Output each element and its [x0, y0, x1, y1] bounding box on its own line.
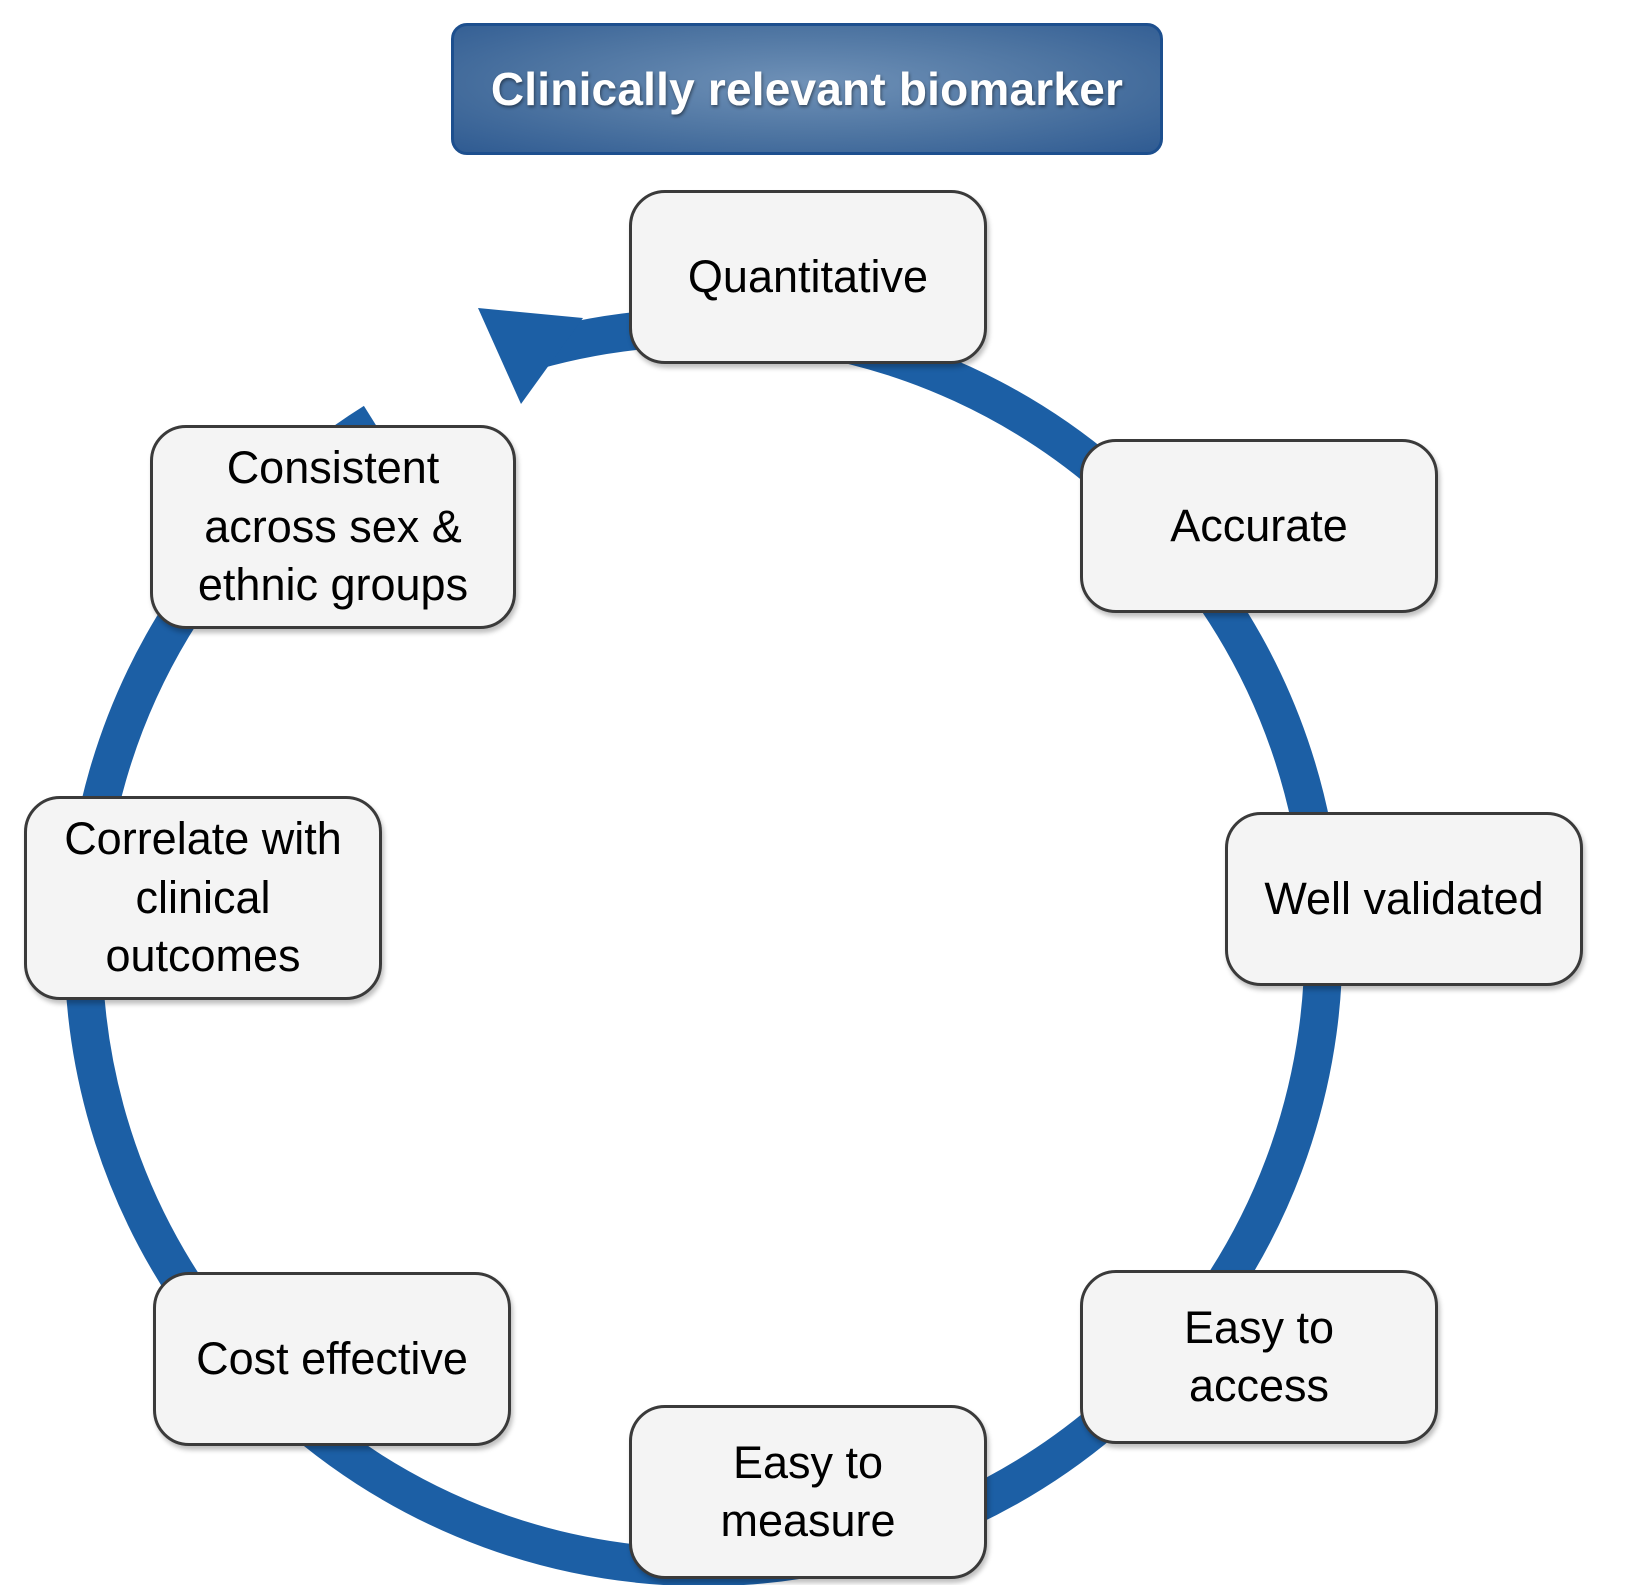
cycle-arrowhead	[478, 308, 583, 404]
node-accurate: Accurate	[1080, 439, 1438, 613]
node-correlate-clinical-outcomes: Correlate with clinical outcomes	[24, 796, 382, 1000]
node-easy-to-measure: Easy to measure	[629, 1405, 987, 1579]
node-quantitative: Quantitative	[629, 190, 987, 364]
node-well-validated: Well validated	[1225, 812, 1583, 986]
diagram-title: Clinically relevant biomarker	[451, 23, 1163, 155]
node-easy-to-access: Easy to access	[1080, 1270, 1438, 1444]
node-consistent-across-groups: Consistent across sex & ethnic groups	[150, 425, 516, 629]
node-cost-effective: Cost effective	[153, 1272, 511, 1446]
